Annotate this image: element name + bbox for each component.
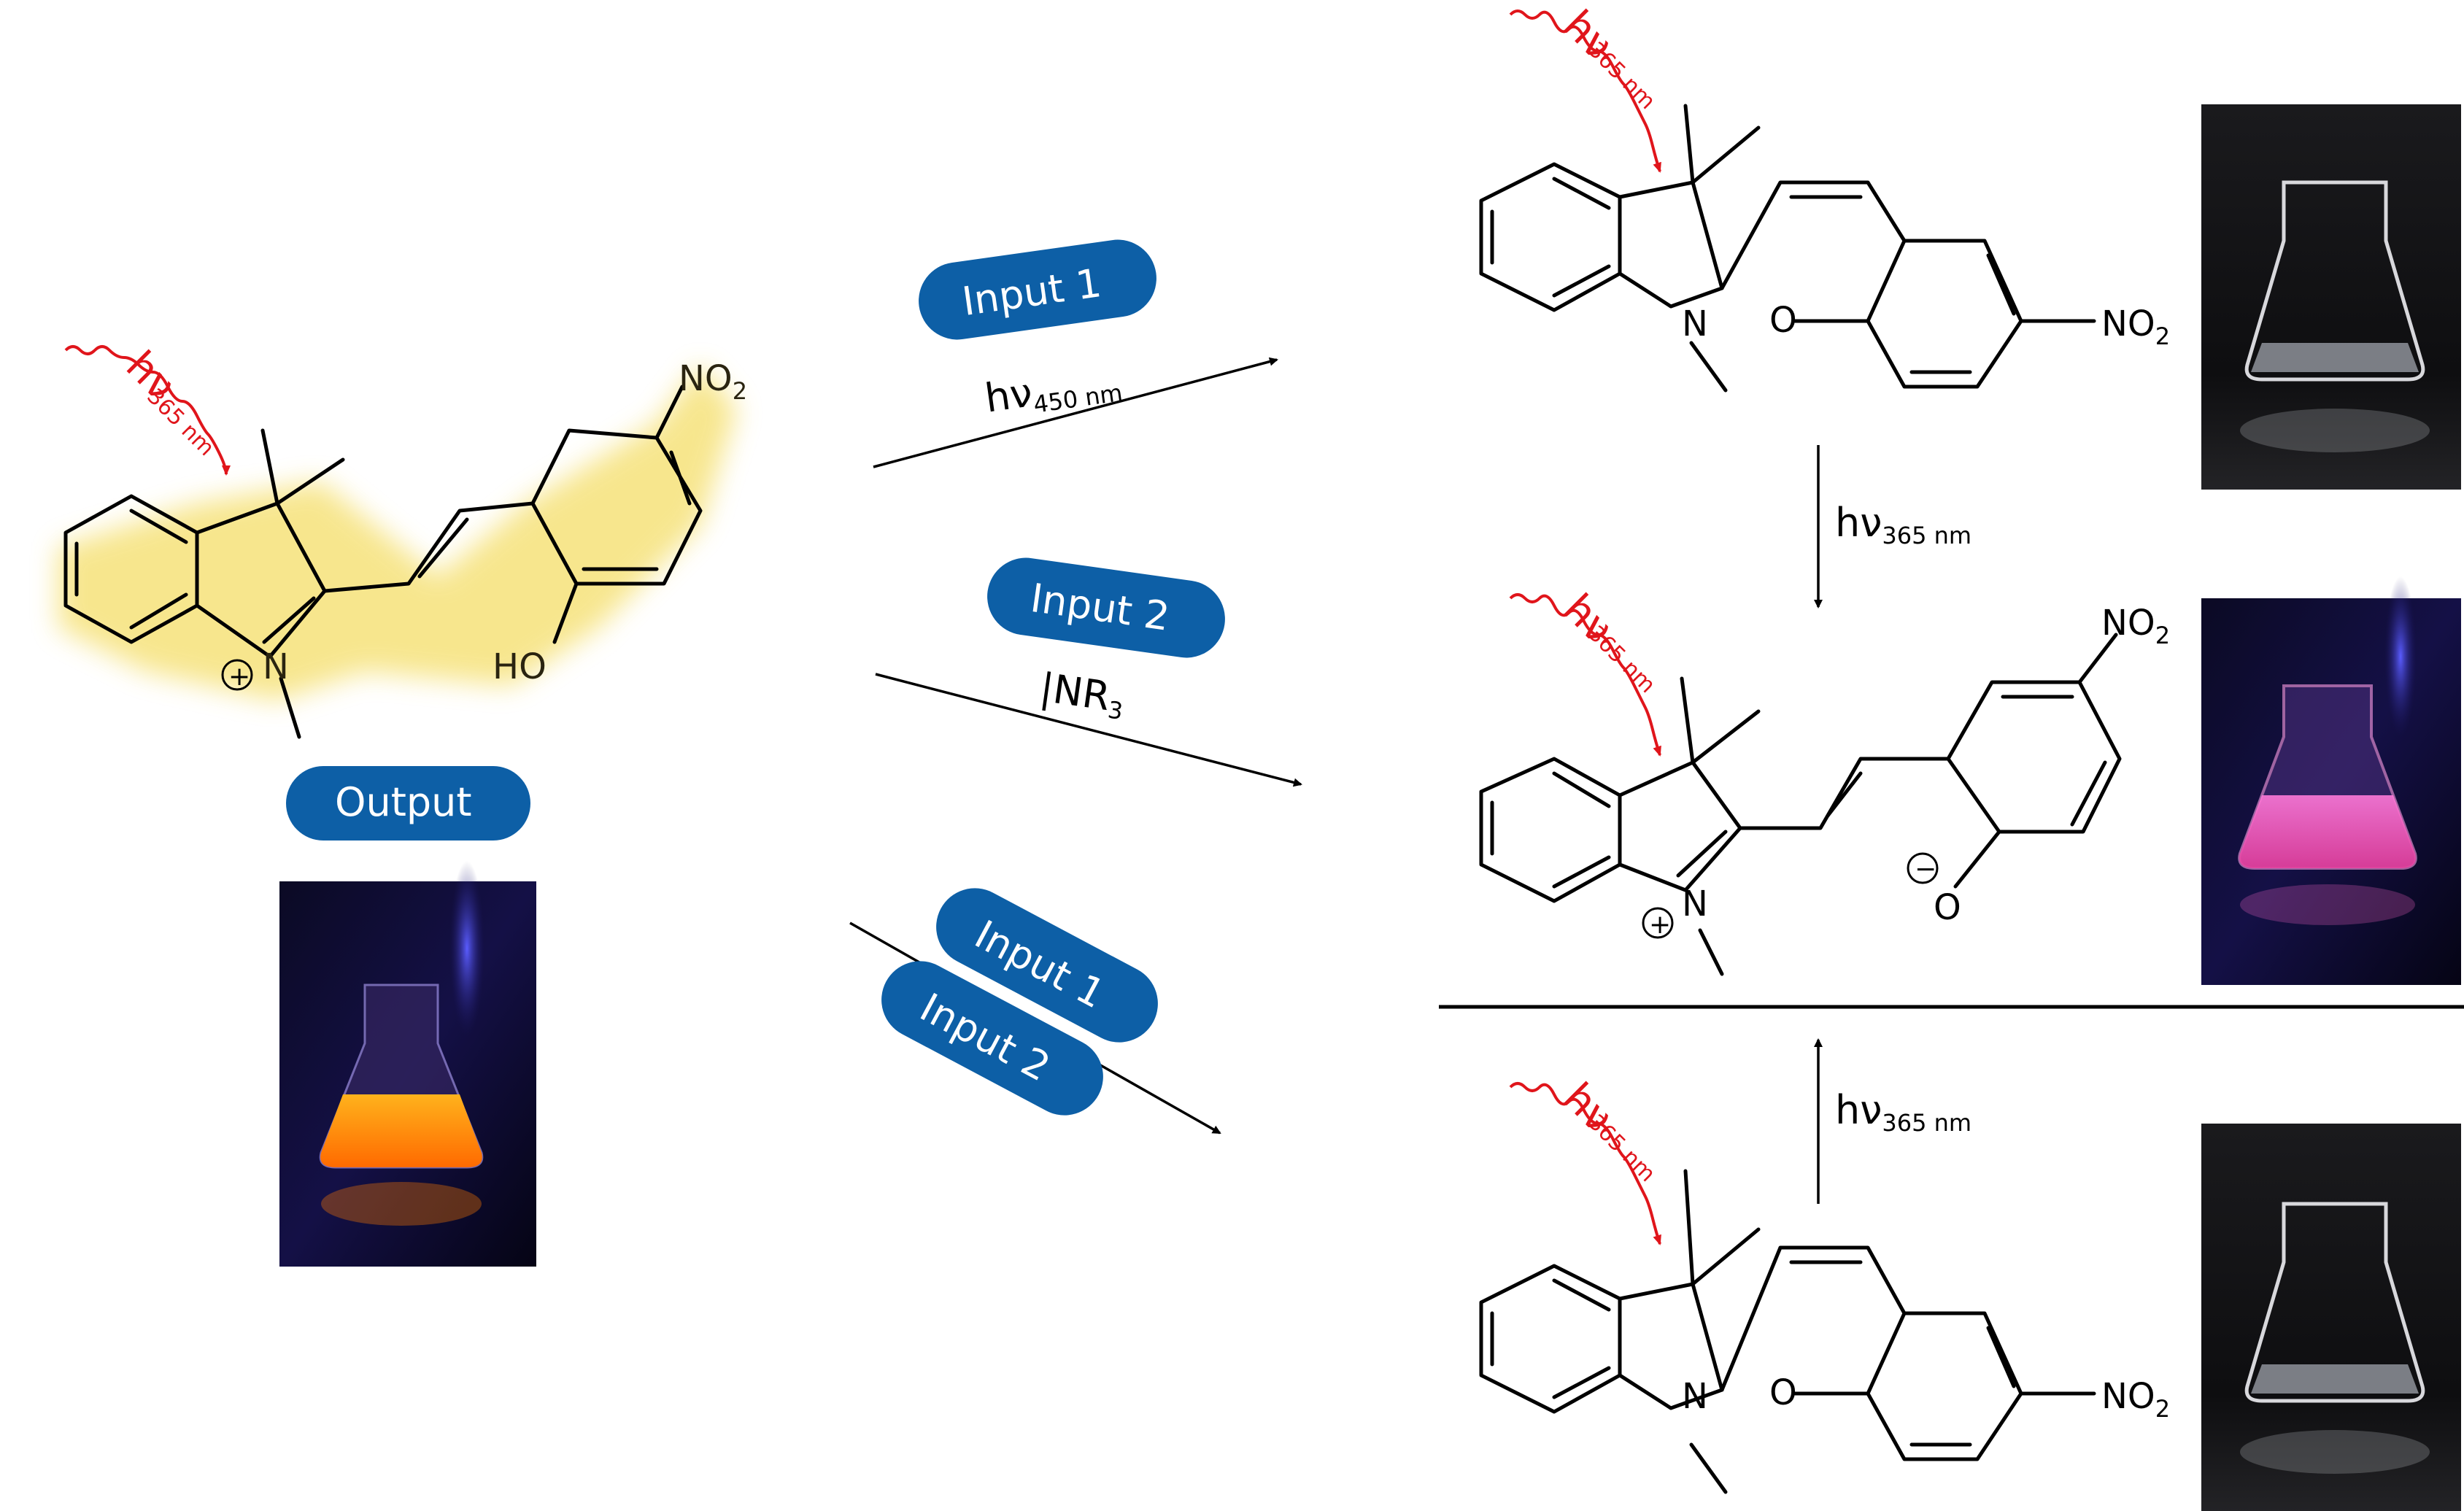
photo-middle-pink bbox=[2201, 576, 2461, 985]
vertical-arrow-down: hν365 nm bbox=[1814, 445, 1971, 608]
minus-charge: − bbox=[1907, 852, 1939, 884]
svg-text:Output: Output bbox=[335, 779, 472, 825]
condition-hv365-up: hν365 nm bbox=[1835, 1087, 1971, 1137]
nitro-label: NO2 bbox=[2101, 603, 2170, 649]
yellow-glow bbox=[58, 365, 737, 700]
irradiation-bottom: hν 365 nm bbox=[1509, 1074, 1661, 1245]
svg-text:365 nm: 365 nm bbox=[1583, 1110, 1660, 1187]
reaction-arrow-3: Input 1 Input 2 bbox=[849, 888, 1221, 1135]
photo-top-colorless bbox=[2201, 104, 2461, 490]
nitro-label: NO2 bbox=[2101, 304, 2170, 350]
spiropyran-bottom: N O NO2 hν 365 nm bbox=[1479, 1074, 2170, 1494]
svg-text:−: − bbox=[1915, 854, 1936, 884]
reaction-arrow-1: Input 1 hν450 nm bbox=[873, 239, 1278, 468]
start-compound: N + HO NO2 hν 365 nm bbox=[58, 342, 747, 739]
nitro-label: NO2 bbox=[2101, 1376, 2170, 1423]
svg-text:365 nm: 365 nm bbox=[142, 384, 219, 461]
svg-text:365 nm: 365 nm bbox=[1583, 37, 1660, 115]
reaction-arrow-2: Input 2 |NR3 bbox=[875, 557, 1302, 787]
svg-text:+: + bbox=[228, 662, 250, 692]
irradiation-start: hν 365 nm bbox=[64, 342, 231, 476]
plus-charge: + bbox=[1642, 907, 1674, 940]
merocyanine-middle: N + O − NO2 hν 365 nm bbox=[1479, 585, 2170, 976]
nitro-label: NO2 bbox=[679, 358, 747, 405]
condition-nr3: |NR3 bbox=[1037, 664, 1128, 725]
output-photo bbox=[279, 861, 536, 1267]
photo-bottom-colorless bbox=[2201, 1124, 2461, 1511]
irradiation-middle: hν 365 nm bbox=[1509, 585, 1661, 757]
oxygen-label: O bbox=[1934, 887, 1961, 928]
plus-charge: + bbox=[221, 659, 253, 692]
condition-hv450: hν450 nm bbox=[982, 357, 1124, 425]
irradiation-top: hν 365 nm bbox=[1509, 1, 1661, 173]
output-pill: Output bbox=[286, 766, 530, 840]
condition-hv365-down: hν365 nm bbox=[1835, 500, 1971, 549]
spiropyran-top: N O NO2 hν 365 nm bbox=[1479, 1, 2170, 393]
vertical-arrow-up: hν365 nm bbox=[1814, 1038, 1971, 1204]
oxygen-label: O bbox=[1769, 300, 1797, 341]
hydroxyl-label: HO bbox=[493, 646, 547, 687]
oxygen-label: O bbox=[1769, 1372, 1797, 1413]
nitrogen-label: N bbox=[1682, 1376, 1708, 1417]
svg-text:+: + bbox=[1649, 910, 1671, 940]
nitrogen-label: N bbox=[1682, 304, 1708, 344]
nitrogen-label: N bbox=[1682, 884, 1708, 924]
nitrogen-label: N bbox=[263, 646, 289, 687]
svg-text:365 nm: 365 nm bbox=[1583, 621, 1660, 698]
